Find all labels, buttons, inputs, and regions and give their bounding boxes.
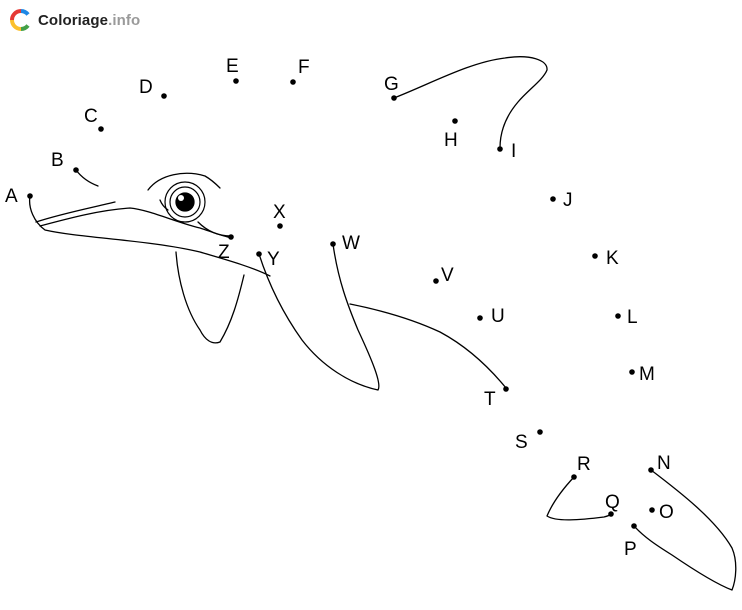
dot-h — [452, 118, 458, 124]
dot-g — [391, 95, 397, 101]
dot-x — [277, 223, 283, 229]
label-d: D — [139, 77, 153, 98]
site-logo[interactable]: Coloriage.info — [10, 8, 140, 32]
dot-m — [629, 369, 635, 375]
label-v: V — [441, 265, 454, 286]
dot-e — [233, 78, 239, 84]
label-q: Q — [605, 492, 620, 513]
label-s: S — [515, 432, 528, 453]
label-x: X — [273, 202, 286, 223]
dot-a — [27, 193, 33, 199]
dot-v — [433, 278, 439, 284]
label-m: M — [639, 364, 655, 385]
dot-b — [73, 167, 79, 173]
label-y: Y — [267, 249, 280, 270]
label-n: N — [657, 453, 671, 474]
label-h: H — [444, 130, 458, 151]
dot-k — [592, 253, 598, 259]
labels: A B C D E F G H I J K L M N O P Q R S T … — [5, 56, 674, 560]
label-g: G — [384, 74, 399, 95]
label-f: F — [298, 57, 310, 78]
logo-c-icon — [10, 9, 30, 31]
dot-c — [98, 126, 104, 132]
label-w: W — [342, 233, 360, 254]
label-k: K — [606, 248, 619, 269]
label-a: A — [5, 186, 18, 207]
label-p: P — [624, 539, 637, 560]
label-u: U — [491, 306, 505, 327]
label-o: O — [659, 502, 674, 523]
dot-p — [631, 523, 637, 529]
label-z: Z — [218, 242, 230, 263]
label-i: I — [511, 141, 516, 162]
brand-name: Coloriage — [38, 11, 109, 29]
dot-n — [648, 467, 654, 473]
dot-y — [256, 251, 262, 257]
dot-l — [615, 313, 621, 319]
dot-o — [649, 507, 655, 513]
dot-w — [330, 241, 336, 247]
label-l: L — [627, 307, 638, 328]
dot-i — [497, 146, 503, 152]
dot-z — [228, 234, 234, 240]
dot-j — [550, 196, 556, 202]
label-e: E — [226, 56, 239, 77]
dot-q — [608, 511, 614, 517]
dot-u — [477, 315, 483, 321]
logo-text: Coloriage.info — [38, 12, 140, 29]
dot-r — [571, 474, 577, 480]
dot-t — [503, 386, 509, 392]
label-c: C — [84, 106, 98, 127]
dots — [27, 78, 655, 529]
label-r: R — [577, 454, 591, 475]
label-b: B — [51, 150, 64, 171]
brand-tld: .info — [108, 11, 141, 29]
dot-f — [290, 79, 296, 85]
dolphin-outline — [28, 56, 737, 591]
dot-d — [161, 93, 167, 99]
dot-s — [537, 429, 543, 435]
label-t: T — [484, 389, 496, 410]
label-j: J — [563, 190, 573, 211]
